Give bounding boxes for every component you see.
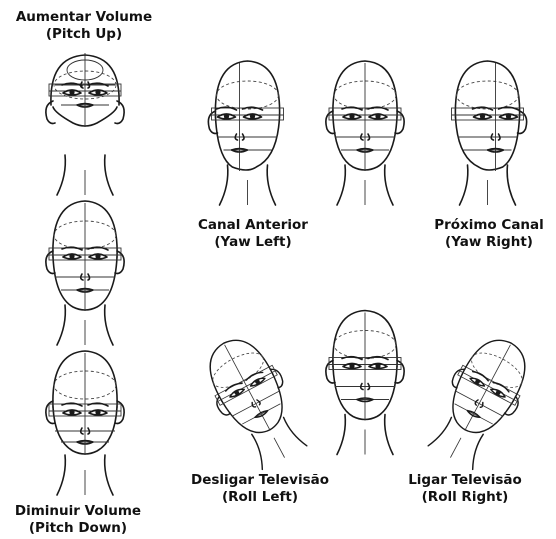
label-yaw-right-subtitle: (Yaw Right) <box>422 234 556 251</box>
face-yaw-center-drawing <box>315 55 415 205</box>
label-pitch-down: Diminuir Volume (Pitch Down) <box>2 503 154 537</box>
label-roll-right-title: Ligar Televisão <box>398 472 532 489</box>
face-roll-center-drawing <box>315 302 415 457</box>
label-roll-right: Ligar Televisão (Roll Right) <box>398 472 532 506</box>
label-yaw-right: Próximo Canal (Yaw Right) <box>422 217 556 251</box>
label-pitch-down-title: Diminuir Volume <box>2 503 154 520</box>
label-yaw-left: Canal Anterior (Yaw Left) <box>178 217 328 251</box>
label-roll-left-subtitle: (Roll Left) <box>172 489 348 506</box>
label-yaw-right-title: Próximo Canal <box>422 217 556 234</box>
face-yaw-right-drawing <box>435 55 540 205</box>
label-pitch-up-title: Aumentar Volume <box>8 9 160 26</box>
face-pitch-down-drawing <box>30 345 140 495</box>
label-roll-left-title: Desligar Televisão <box>172 472 348 489</box>
face-neutral-left-drawing <box>35 195 135 345</box>
label-yaw-left-title: Canal Anterior <box>178 217 328 234</box>
face-pitch-up-drawing <box>30 45 140 195</box>
face-roll-left-drawing <box>200 330 310 465</box>
face-yaw-left-drawing <box>195 55 300 205</box>
label-pitch-up-subtitle: (Pitch Up) <box>8 26 160 43</box>
label-yaw-left-subtitle: (Yaw Left) <box>178 234 328 251</box>
label-roll-left: Desligar Televisão (Roll Left) <box>172 472 348 506</box>
face-roll-right-drawing <box>425 330 535 465</box>
label-pitch-up: Aumentar Volume (Pitch Up) <box>8 9 160 43</box>
label-pitch-down-subtitle: (Pitch Down) <box>2 520 154 537</box>
label-roll-right-subtitle: (Roll Right) <box>398 489 532 506</box>
